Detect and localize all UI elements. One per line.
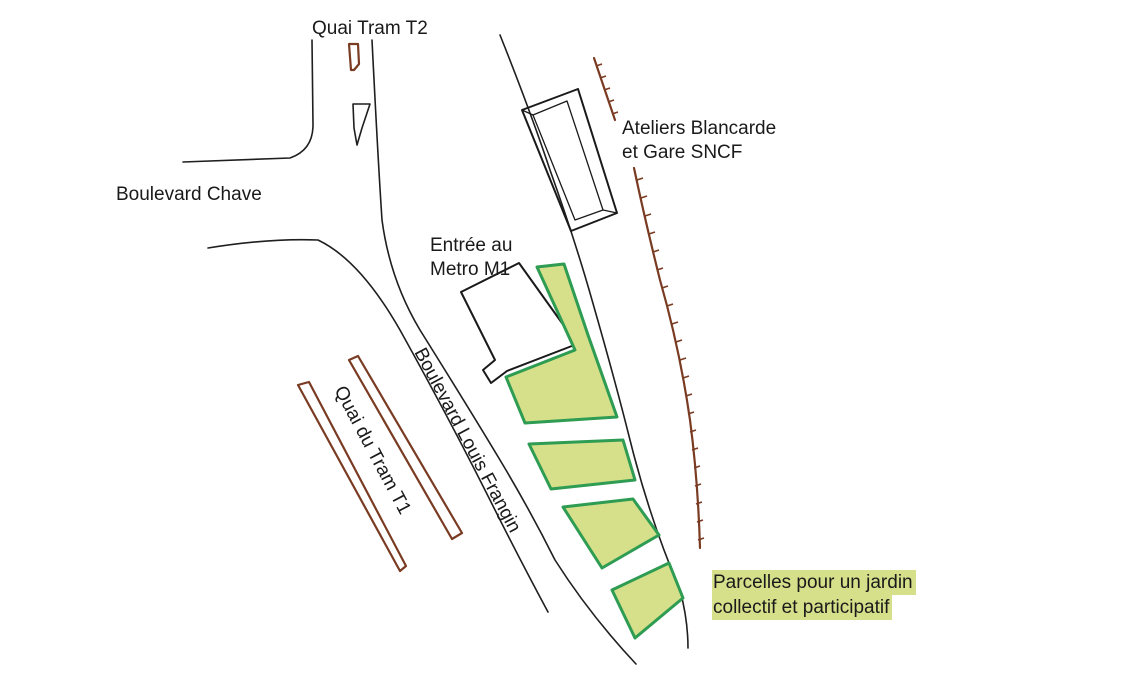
label-ateliers-line1: Ateliers Blancarde [622,118,776,139]
label-metro-line1: Entrée au [430,235,512,256]
tram-t1-platform-left [296,380,408,573]
legend-line1: Parcelles pour un jardin [712,570,916,595]
label-quai-tram-t2: Quai Tram T2 [312,18,428,39]
garden-plot-2 [527,438,637,491]
map-legend: Parcelles pour un jardin collectif et pa… [712,570,916,620]
label-boulevard-frangin: Boulevard Louis Frangin [410,344,525,536]
tram-t2-median-island [352,103,371,146]
garden-plot-3 [561,497,661,570]
boulevard-chave-road-top [182,39,314,163]
garden-plot-1 [504,262,619,425]
sncf-railway-line [592,56,705,550]
tram-t1-platform-right [347,354,464,541]
metro-m1-entrance-building [460,262,578,384]
label-boulevard-chave: Boulevard Chave [116,184,262,205]
label-metro-line2: Metro M1 [430,259,510,280]
central-road-left-edge [371,39,637,665]
garden-plot-4 [610,561,685,640]
label-ateliers-line2: et Gare SNCF [622,142,742,163]
boulevard-chave-road-bottom [207,238,549,613]
ateliers-building [521,88,618,232]
tram-t2-stop-shape [347,42,361,72]
legend-line2: collectif et participatif [712,595,893,620]
